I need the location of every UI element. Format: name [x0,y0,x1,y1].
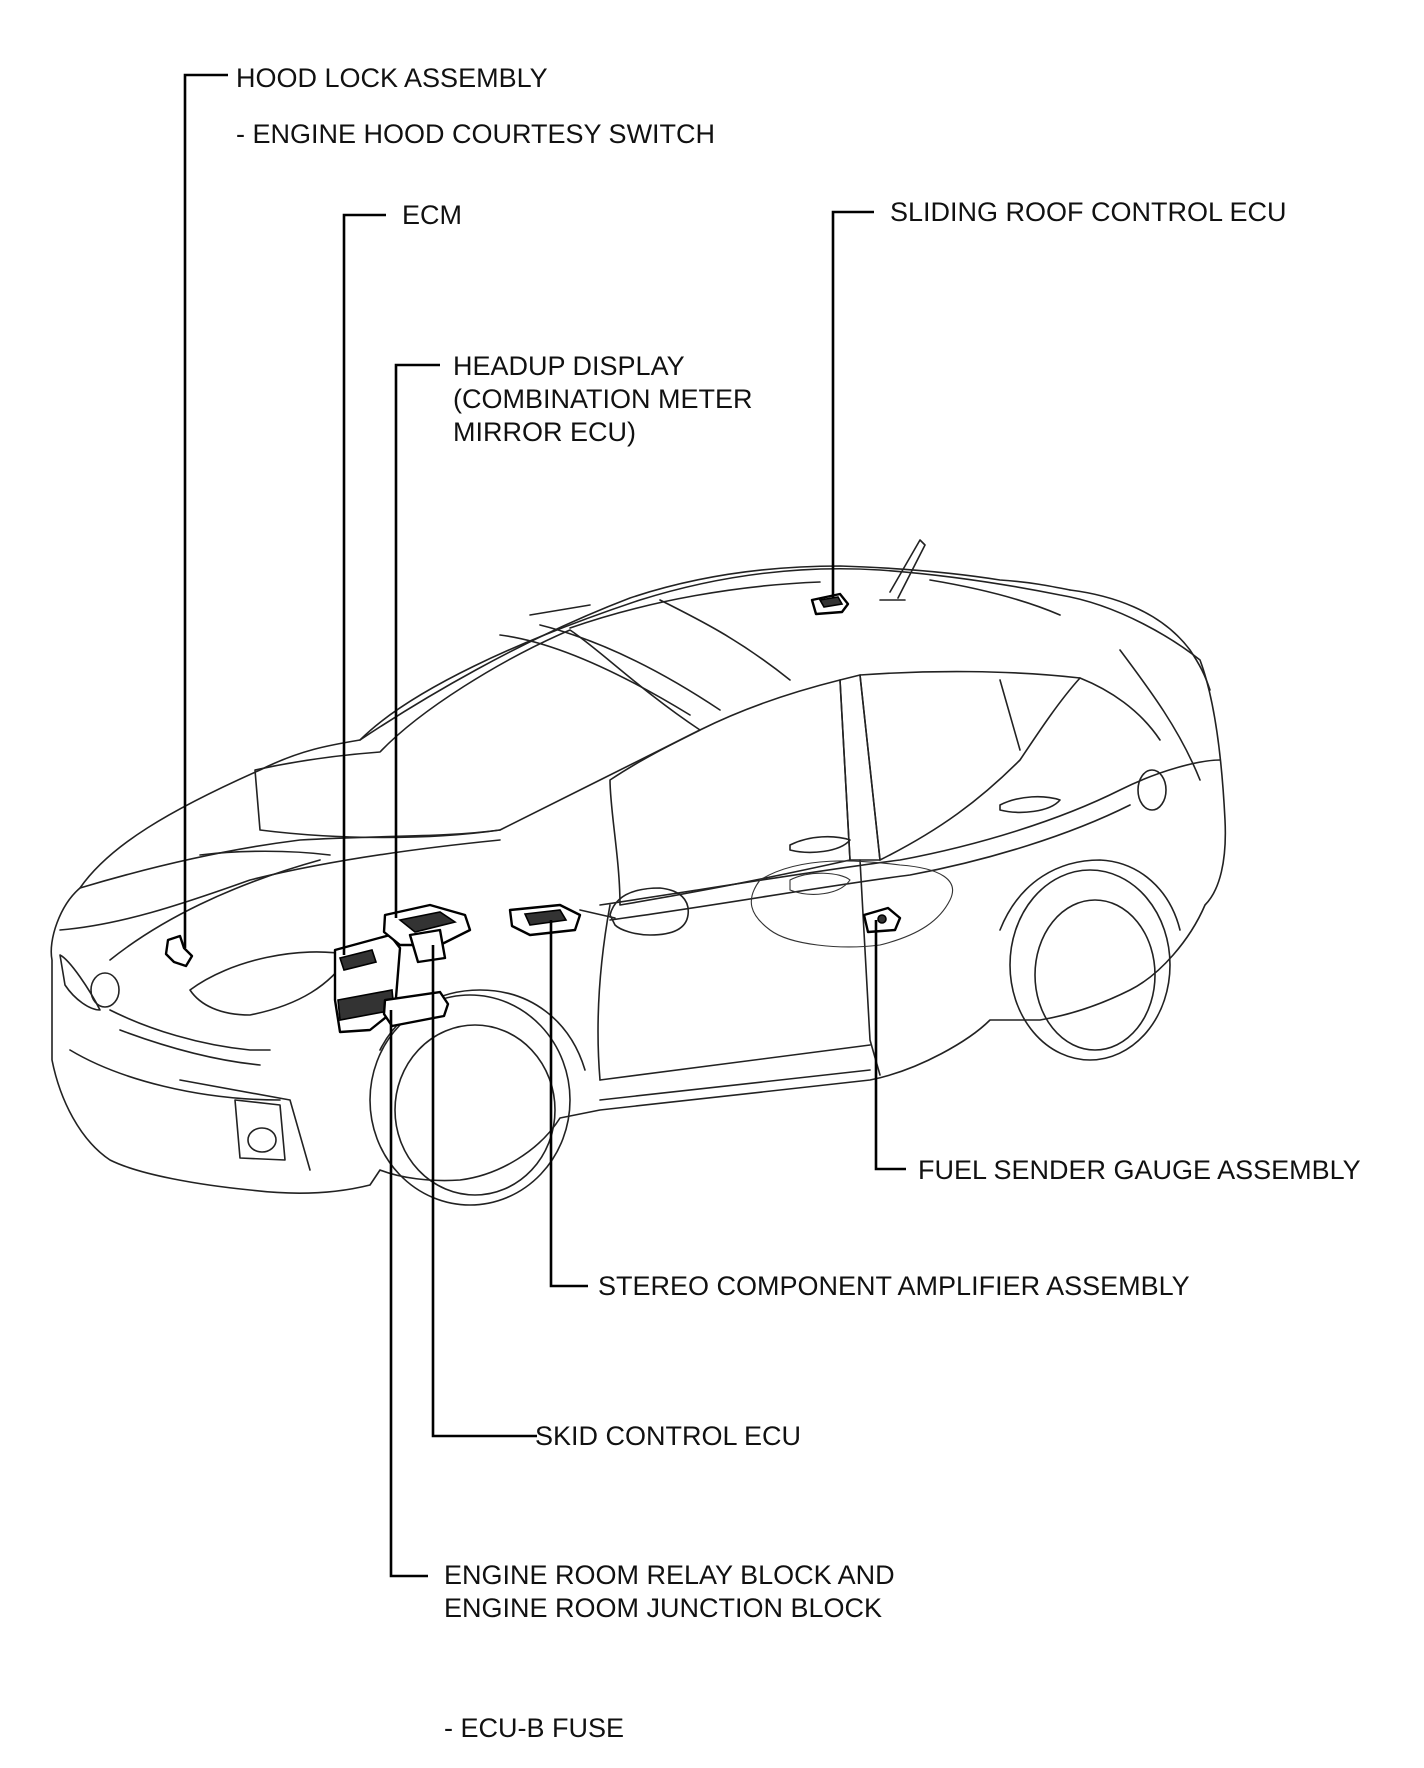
label-ecu-b-fuse: - ECU-B FUSE [444,1713,625,1743]
label-hood-lock-assembly: HOOD LOCK ASSEMBLY [236,63,548,93]
leader-relay [389,1010,428,1578]
label-sliding-roof-control-ecu: SLIDING ROOF CONTROL ECU [890,197,1287,227]
label-headup-display-line1: HEADUP DISPLAY [453,351,685,381]
leader-hood-lock [183,73,228,948]
leader-ecm [342,213,386,955]
leader-skid [431,945,537,1438]
skid-control-part [408,928,447,964]
label-relay-block-line2: ENGINE ROOM JUNCTION BLOCK [444,1593,883,1623]
label-ecm: ECM [402,200,462,230]
label-headup-display-line2: (COMBINATION METER [453,384,753,414]
leader-stereo [549,920,588,1288]
car-outline [50,539,1227,1206]
label-stereo-component-amplifier-assembly: STEREO COMPONENT AMPLIFIER ASSEMBLY [598,1271,1190,1301]
hood-lock-part [164,934,194,968]
label-engine-hood-courtesy-switch: - ENGINE HOOD COURTESY SWITCH [236,119,716,149]
leader-headup [394,363,440,918]
label-fuel-sender-gauge-assembly: FUEL SENDER GAUGE ASSEMBLY [918,1155,1361,1185]
leader-fuel-sender [874,920,906,1171]
label-headup-display-line3: MIRROR ECU) [453,417,636,447]
leader-sliding-roof [831,210,874,598]
leader-lines [183,73,906,1578]
label-relay-block-line1: ENGINE ROOM RELAY BLOCK AND [444,1560,895,1590]
label-skid-control-ecu: SKID CONTROL ECU [535,1421,802,1451]
